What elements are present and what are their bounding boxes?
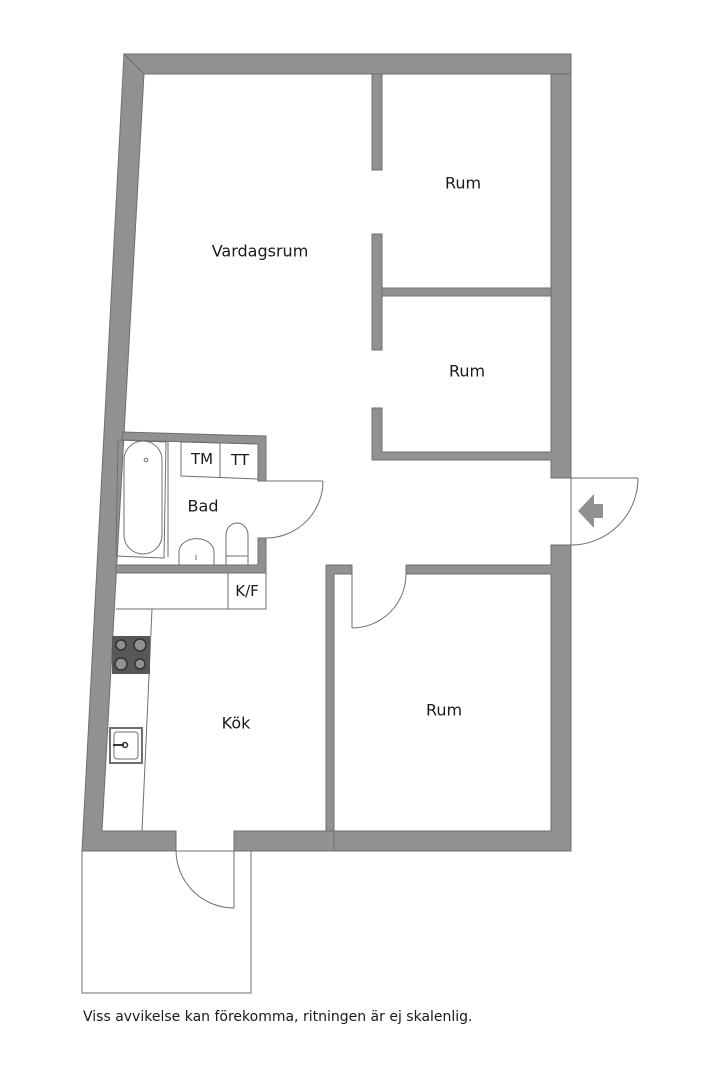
outer-wall-top xyxy=(122,53,572,75)
outer-wall-right-upper xyxy=(371,73,572,479)
bathtub-icon xyxy=(123,440,163,555)
bathtub-frame xyxy=(115,439,167,559)
entrance-door-swing xyxy=(570,477,639,546)
fixture-label-tt: TT xyxy=(230,451,250,469)
outer-wall-left xyxy=(81,52,177,852)
wall-bottom-room-left xyxy=(325,564,353,832)
room-label-rum-bottom: Rum xyxy=(425,700,463,720)
fixture-label-kf: K/F xyxy=(235,582,259,600)
room-label-bad: Bad xyxy=(187,496,219,516)
toilet-icon xyxy=(225,522,249,566)
wall-between-rooms xyxy=(381,287,552,297)
room-label-rum-middle: Rum xyxy=(448,361,486,381)
room-label-vardagsrum: Vardagsrum xyxy=(211,241,309,261)
washer-dryer-unit xyxy=(180,441,259,480)
outer-wall-bottom xyxy=(233,830,335,852)
fixture-label-tm: TM xyxy=(190,450,214,468)
kitchen-sink-icon xyxy=(109,727,143,764)
fridge-cabinet xyxy=(227,573,267,610)
bathroom-door-swing xyxy=(265,480,324,539)
washbasin-icon xyxy=(178,538,215,565)
room-label-rum-top: Rum xyxy=(444,173,482,193)
entrance-arrow-icon xyxy=(578,494,603,528)
bedroom-door-swing xyxy=(351,573,407,629)
balcony-outline xyxy=(81,850,252,994)
outer-wall-right-lower xyxy=(333,544,572,852)
disclaimer-text: Viss avvikelse kan förekomma, ritningen … xyxy=(83,1009,473,1025)
partition-top xyxy=(371,73,383,171)
stove-icon xyxy=(112,636,150,674)
room-label-kok: Kök xyxy=(221,713,251,733)
partition-middle xyxy=(371,233,383,351)
balcony-door-swing xyxy=(175,850,235,909)
